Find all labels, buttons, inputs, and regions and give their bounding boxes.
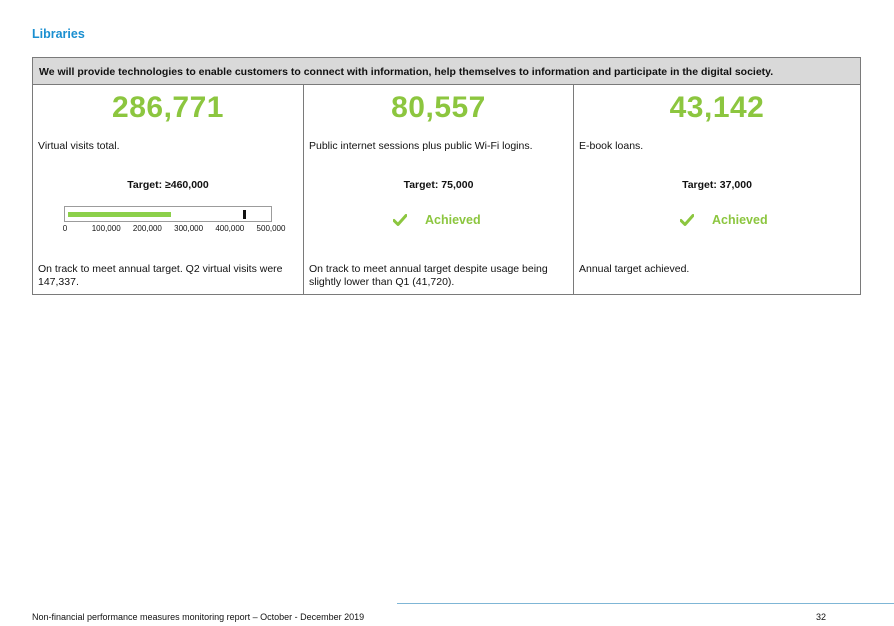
measure-description: Virtual visits total. (38, 140, 120, 152)
axis-tick: 300,000 (174, 224, 204, 233)
status-label: Achieved (712, 213, 768, 227)
measure-comment: On track to meet annual target despite u… (309, 263, 548, 288)
measure-target: Target: ≥460,000 (127, 179, 209, 191)
measure-comment: On track to meet annual target. Q2 virtu… (38, 263, 283, 288)
axis-tick: 400,000 (215, 224, 245, 233)
check-icon (393, 214, 407, 226)
progress-bar-fill (68, 212, 172, 217)
axis-tick: 500,000 (256, 224, 286, 233)
card-header: We will provide technologies to enable c… (33, 58, 860, 85)
progress-bar (64, 206, 272, 222)
page-number: 32 (816, 612, 827, 622)
measure-value: 80,557 (391, 91, 486, 124)
check-icon (680, 214, 694, 226)
achieved-status: Achieved (393, 213, 481, 227)
footer-text: Non-financial performance measures monit… (32, 612, 365, 622)
measure-target: Target: 75,000 (403, 179, 474, 191)
measure-description: E-book loans. (579, 140, 644, 152)
axis-tick: 200,000 (132, 224, 162, 233)
measure-comment: Annual target achieved. (579, 263, 690, 275)
measure-value: 286,771 (112, 91, 224, 124)
measure-target: Target: 37,000 (682, 179, 752, 191)
measures-card: We will provide technologies to enable c… (32, 57, 861, 295)
achieved-status: Achieved (680, 213, 768, 227)
measure-ebook-loans: 43,142 E-book loans. Target: 37,000 Achi… (573, 85, 860, 295)
measure-value: 43,142 (669, 91, 765, 124)
measure-description: Public internet sessions plus public Wi-… (309, 140, 533, 152)
section-title: Libraries (32, 27, 85, 41)
measure-virtual-visits: 286,771 Virtual visits total. Target: ≥4… (33, 85, 303, 295)
axis-tick: 0 (62, 224, 68, 233)
progress-target-marker (242, 210, 246, 219)
footer-divider (397, 603, 894, 604)
status-label: Achieved (425, 213, 481, 227)
measure-internet-sessions: 80,557 Public internet sessions plus pub… (303, 85, 573, 295)
axis-tick: 100,000 (91, 224, 121, 233)
